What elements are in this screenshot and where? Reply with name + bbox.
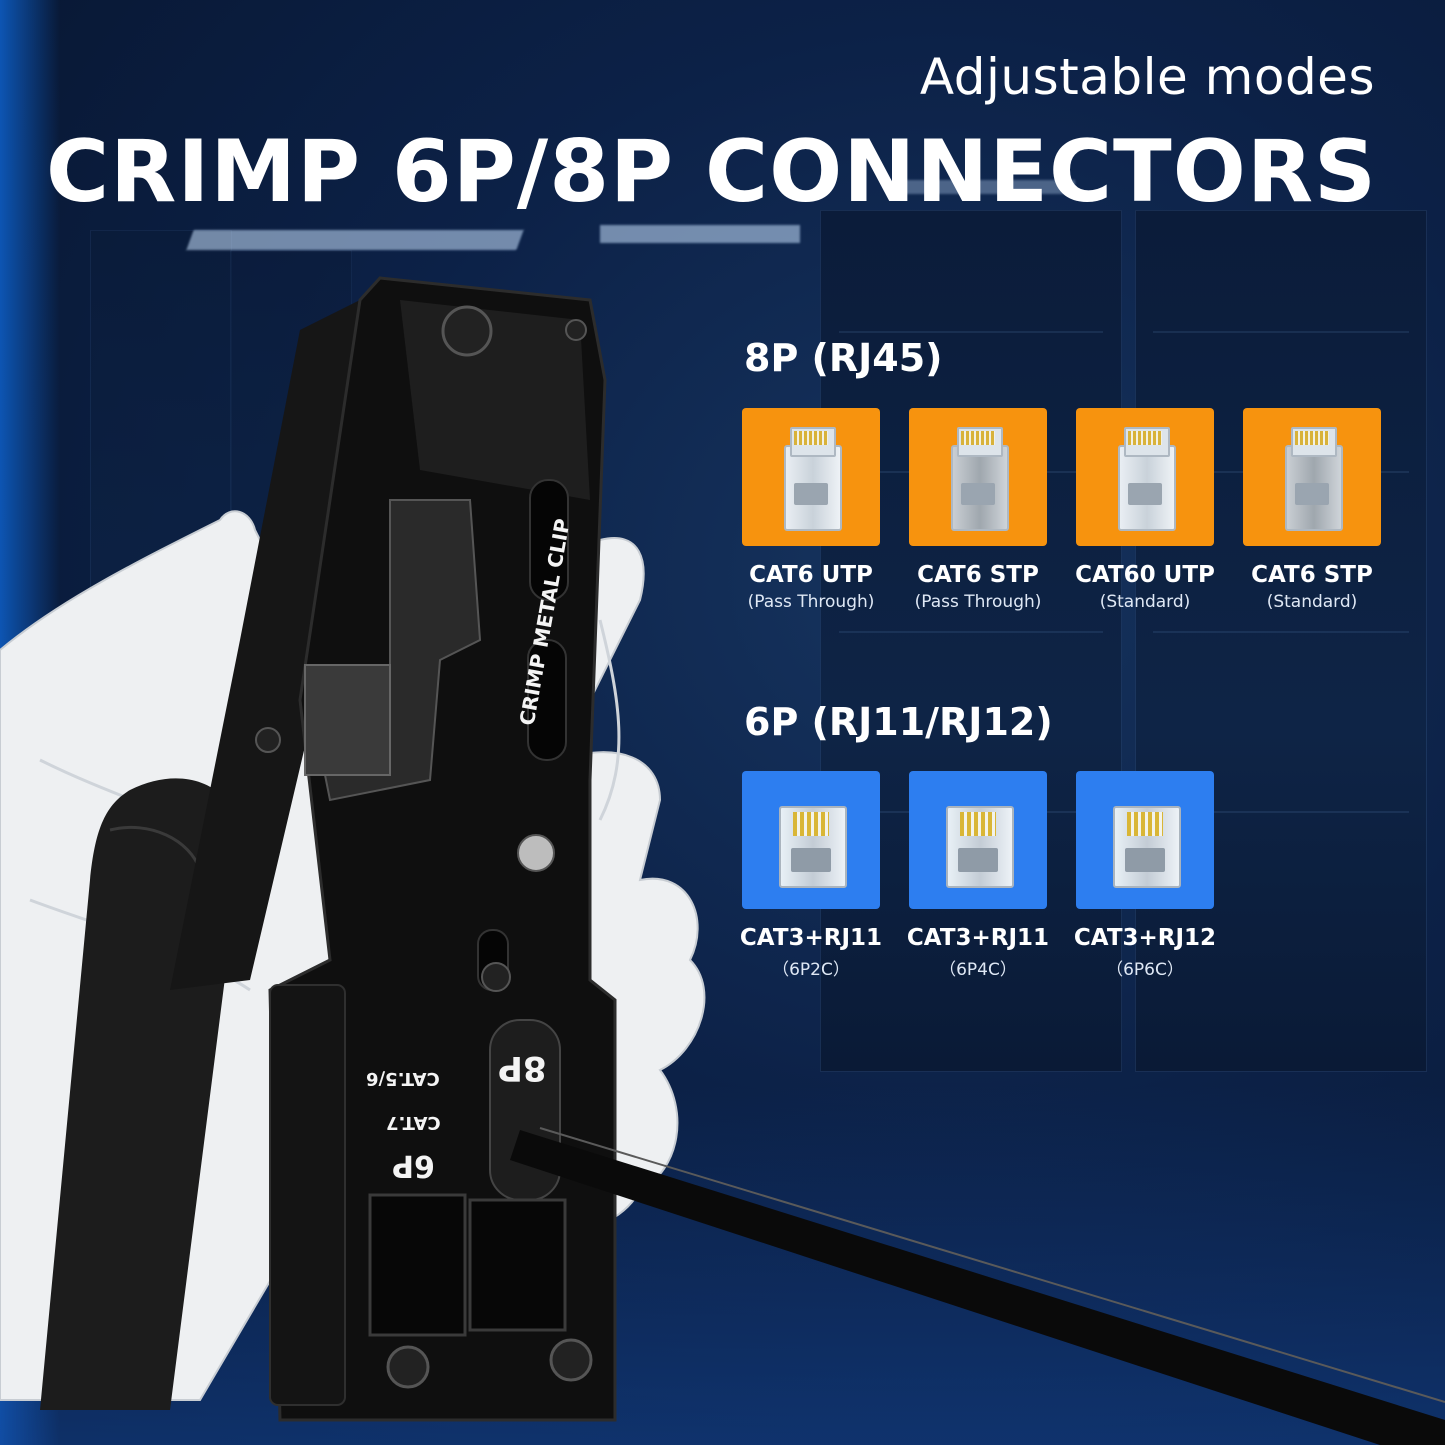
cat6-utp-pass-through-tile xyxy=(742,408,880,546)
page-title: CRIMP 6P/8P CONNECTORS xyxy=(46,122,1377,222)
rj45-caption: CAT60 UTP (Standard) xyxy=(1060,562,1230,612)
rj11-caption: CAT3+RJ12 （6P6C） xyxy=(1060,925,1230,980)
rj12-6p6c-connector-icon xyxy=(1109,792,1181,888)
caption-name: CAT60 UTP xyxy=(1075,562,1215,588)
caption-name: CAT6 STP xyxy=(917,562,1039,588)
rj45-caption: CAT6 STP (Pass Through) xyxy=(893,562,1063,612)
caption-note: (Pass Through) xyxy=(747,592,875,612)
caption-note: (Standard) xyxy=(1266,592,1358,612)
rj11-6p4c-connector-icon xyxy=(942,792,1014,888)
caption-name: CAT3+RJ12 xyxy=(1073,925,1217,951)
cat7-label: CAT.7 xyxy=(386,1112,441,1133)
rj11-caption: CAT3+RJ11 （6P4C） xyxy=(893,925,1063,980)
rj11-6p2c-connector-icon xyxy=(775,792,847,888)
rj45-caption: CAT6 UTP (Pass Through) xyxy=(726,562,896,612)
port-6p-label: 6P xyxy=(392,1148,435,1183)
rj45-caption: CAT6 STP (Standard) xyxy=(1227,562,1397,612)
screwdriver xyxy=(510,1130,1445,1445)
rj45-utp-standard-connector-icon xyxy=(1110,423,1180,531)
cat6-stp-standard-tile xyxy=(1243,408,1381,546)
cat60-utp-standard-tile xyxy=(1076,408,1214,546)
cat6-stp-pass-through-tile xyxy=(909,408,1047,546)
caption-name: CAT3+RJ11 xyxy=(906,925,1050,951)
caption-note: （6P4C） xyxy=(939,960,1017,980)
rj45-stp-standard-connector-icon xyxy=(1277,423,1347,531)
caption-note: （6P2C） xyxy=(772,960,850,980)
subtitle: Adjustable modes xyxy=(919,48,1375,106)
port-8p-label: 8P xyxy=(498,1048,547,1088)
caption-name: CAT3+RJ11 xyxy=(739,925,883,951)
rj11-section-title: 6P (RJ11/RJ12) xyxy=(744,700,1053,744)
cat3-rj12-6p6c-tile xyxy=(1076,771,1214,909)
caption-note: (Pass Through) xyxy=(914,592,1042,612)
cat3-rj11-6p2c-tile xyxy=(742,771,880,909)
caption-name: CAT6 UTP xyxy=(749,562,873,588)
rj11-caption: CAT3+RJ11 （6P2C） xyxy=(726,925,896,980)
rj45-stp-passthrough-connector-icon xyxy=(943,423,1013,531)
caption-name: CAT6 STP xyxy=(1251,562,1373,588)
rj45-section-title: 8P (RJ45) xyxy=(744,336,943,380)
caption-note: (Standard) xyxy=(1099,592,1191,612)
rj45-utp-passthrough-connector-icon xyxy=(776,423,846,531)
cat3-rj11-6p4c-tile xyxy=(909,771,1047,909)
caption-note: （6P6C） xyxy=(1106,960,1184,980)
cat56-label: CAT.5/6 xyxy=(366,1068,440,1089)
